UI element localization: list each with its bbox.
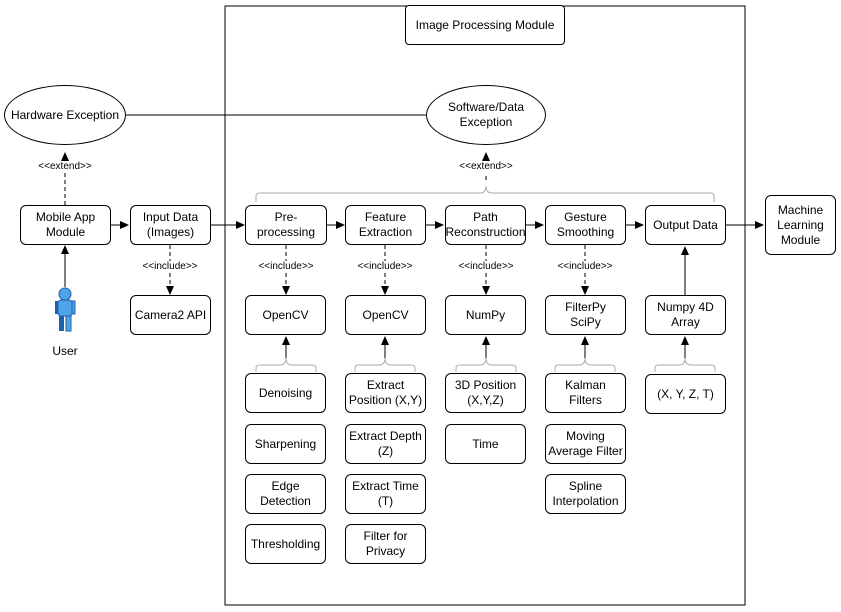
step-kalman-filters: Kalman Filters — [545, 373, 626, 413]
step-3d-position: 3D Position (X,Y,Z) — [445, 373, 526, 413]
user-actor-icon — [55, 287, 76, 332]
numpy-node: NumPy — [445, 295, 526, 335]
step-denoising: Denoising — [245, 373, 326, 413]
step-thresholding: Thresholding — [245, 524, 326, 564]
filterpy-scipy-node: FilterPy SciPy — [545, 295, 626, 335]
hardware-exception-usecase: Hardware Exception — [4, 85, 126, 145]
numpy-4d-array-node: Numpy 4D Array — [645, 295, 726, 335]
opencv-node-preprocessing: OpenCV — [245, 295, 326, 335]
output-data-node: Output Data — [645, 205, 726, 245]
process-group-brace — [255, 185, 715, 202]
include-label-filterpy: <<include>> — [556, 261, 614, 273]
step-xyzt-tuple: (X, Y, Z, T) — [645, 374, 726, 414]
include-label-numpy: <<include>> — [457, 261, 515, 273]
include-label-camera2: <<include>> — [141, 261, 199, 273]
gesture-smoothing-node: Gesture Smoothing — [545, 205, 626, 245]
path-reconstruction-node: Path Reconstruction — [445, 205, 526, 245]
step-extract-depth: Extract Depth (Z) — [345, 424, 426, 464]
step-edge-detection: Edge Detection — [245, 474, 326, 514]
step-sharpening: Sharpening — [245, 424, 326, 464]
extend-label-hardware: <<extend>> — [37, 161, 93, 173]
step-moving-average: Moving Average Filter — [545, 424, 626, 464]
camera2-api-node: Camera2 API — [130, 295, 211, 335]
feature-extraction-node: Feature Extraction — [345, 205, 426, 245]
brace-preprocessing — [255, 357, 317, 372]
step-time: Time — [445, 424, 526, 464]
module-title: Image Processing Module — [405, 5, 565, 45]
step-spline-interpolation: Spline Interpolation — [545, 474, 626, 514]
mobile-app-module: Mobile App Module — [20, 205, 111, 245]
brace-feature — [354, 357, 416, 372]
input-data-node: Input Data (Images) — [130, 205, 211, 245]
brace-path — [455, 357, 517, 372]
include-label-opencv-1: <<include>> — [257, 261, 315, 273]
step-extract-time: Extract Time (T) — [345, 474, 426, 514]
extend-label-software: <<extend>> — [458, 161, 514, 173]
machine-learning-module: Machine Learning Module — [765, 195, 836, 255]
opencv-node-feature: OpenCV — [345, 295, 426, 335]
brace-smoothing — [554, 357, 616, 372]
brace-output — [654, 357, 716, 372]
step-filter-privacy: Filter for Privacy — [345, 524, 426, 564]
software-data-exception-usecase: Software/Data Exception — [426, 85, 546, 145]
preprocessing-node: Pre- processing — [245, 205, 327, 245]
step-extract-position: Extract Position (X,Y) — [345, 373, 426, 413]
user-label: User — [52, 344, 78, 358]
include-label-opencv-2: <<include>> — [356, 261, 414, 273]
